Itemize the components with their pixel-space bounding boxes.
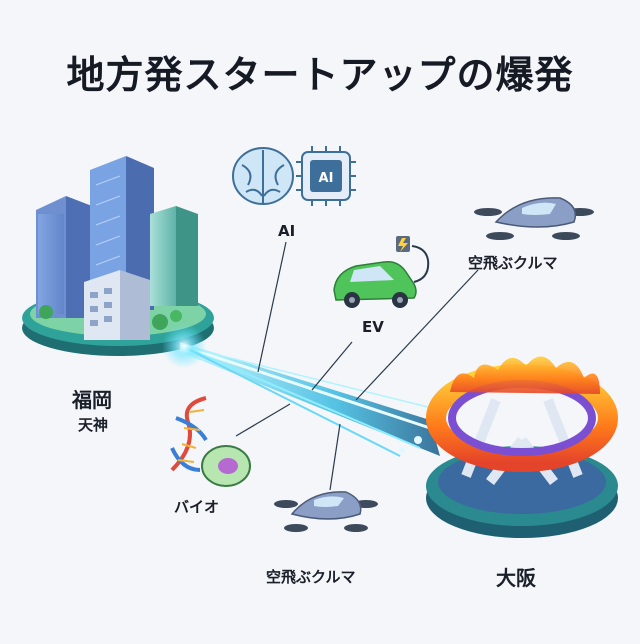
charging-plug-icon	[396, 236, 430, 283]
label-bio: バイオ	[174, 498, 220, 516]
fukuoka-city-icon	[22, 156, 214, 356]
flying-car-icon-bottom	[274, 491, 378, 532]
label-flying-car-bottom: 空飛ぶクルマ	[266, 568, 356, 586]
connector-lines	[235, 241, 479, 491]
ai-chip-icon: AI	[296, 146, 356, 206]
label-ev: EV	[362, 318, 384, 336]
label-fukuoka: 福岡	[72, 388, 112, 412]
page-title: 地方発スタートアップの爆発	[66, 53, 574, 97]
beam	[162, 324, 441, 457]
ev-car-icon	[333, 260, 417, 308]
dna-icon	[170, 396, 208, 472]
osaka-stadium-icon	[426, 356, 618, 538]
label-ai: AI	[278, 222, 296, 240]
ai-chip-text: AI	[319, 171, 334, 186]
label-tenjin: 天神	[78, 416, 109, 434]
label-flying-car-top: 空飛ぶクルマ	[468, 254, 558, 272]
flying-car-icon-top	[474, 197, 594, 240]
cell-icon	[201, 445, 251, 487]
brain-icon	[232, 147, 294, 205]
label-osaka: 大阪	[496, 566, 536, 590]
